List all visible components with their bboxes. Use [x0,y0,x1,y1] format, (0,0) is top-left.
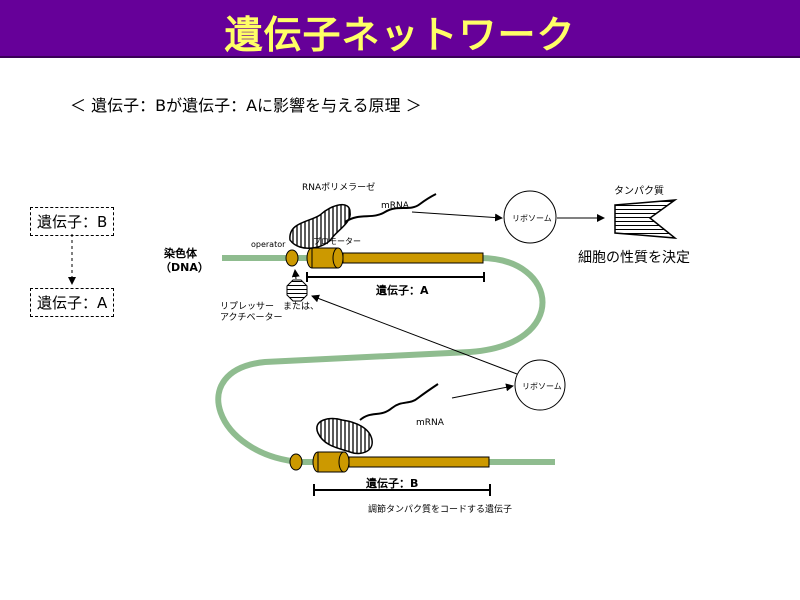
gene-b-label: 遺伝子：B [365,476,418,490]
mrna-top-strand [344,193,437,223]
gene-b-body [348,456,490,468]
rna-polymerase-label: RNAポリメラーゼ [302,181,375,193]
operator-b [289,453,303,471]
chromosome-label: 染色体 [164,246,198,260]
rna-polymerase-top [289,204,351,249]
protein-shape [614,199,678,239]
gene-a-box: 遺伝子：A [30,288,115,317]
ribosome-bottom-label: リボソーム [522,382,562,391]
rna-polymerase-bottom [316,417,373,455]
ribosome-bottom [514,359,566,411]
mrna-bottom-strand [359,383,439,421]
ribosome-top-label: リボソーム [512,214,552,223]
protein-label: タンパク質 [614,184,664,197]
repressor-shape [286,279,308,302]
regulatory-gene-label: 調節タンパク質をコードする遺伝子 [368,503,512,515]
subtitle: ＜ 遺伝子：Bが遺伝子：Aに影響を与える原理 ＞ [70,96,422,115]
mrna-bottom-label: mRNA [416,418,445,428]
title-bar: 遺伝子ネットワーク [0,0,800,58]
cell-property-label: 細胞の性質を決定 [578,250,690,266]
gene-a-label: 遺伝子：A [375,283,429,297]
gene-a-body [342,252,484,264]
dna-strand [215,255,555,465]
repressor-label-2: アクチベーター [220,312,283,323]
promoter-label: プロモーター [313,237,361,246]
gene-b-box: 遺伝子：B [30,207,115,236]
operator-label: operator [251,240,286,249]
ribosome-top [503,190,557,244]
dna-label: （DNA） [160,261,209,274]
mrna-top-label: mRNA [381,201,410,211]
repressor-label-1: リプレッサー または、 [220,301,319,312]
operator-a [285,249,299,267]
page-title: 遺伝子ネットワーク [224,13,576,57]
